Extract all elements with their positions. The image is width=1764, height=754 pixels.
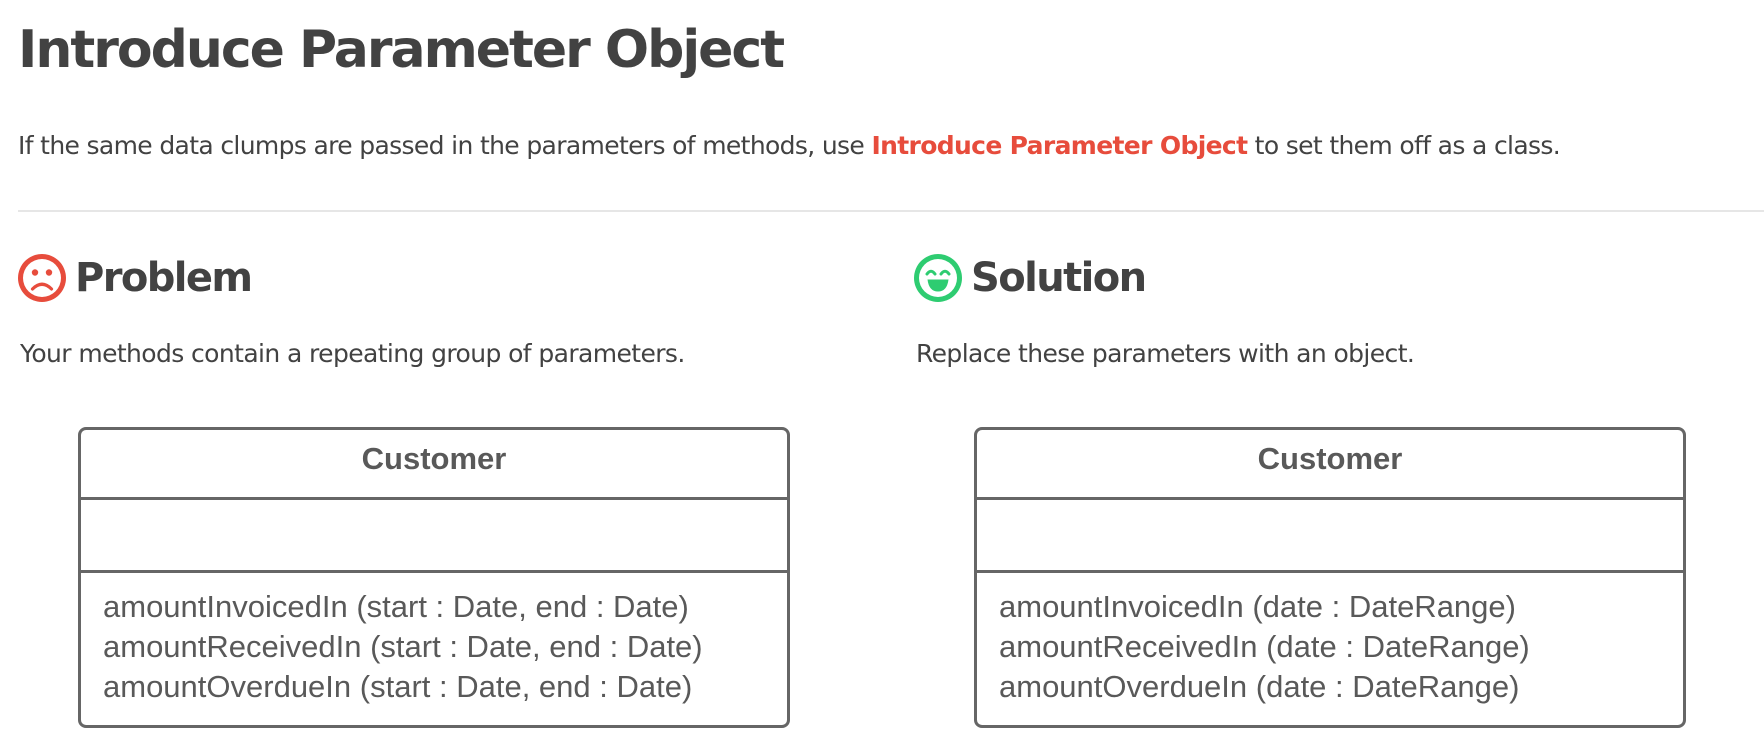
uml-method: amountOverdueIn (date : DateRange) (999, 669, 1520, 704)
uml-method: amountInvoicedIn (start : Date, end : Da… (103, 589, 689, 624)
uml-class-name: Customer (81, 430, 787, 500)
problem-heading: Problem (18, 252, 253, 304)
section-divider (18, 210, 1764, 212)
sad-face-icon (18, 254, 66, 302)
uml-method: amountReceivedIn (date : DateRange) (999, 629, 1530, 664)
problem-uml-class-diagram: Customer amountInvoicedIn (start : Date,… (78, 427, 790, 728)
solution-heading: Solution (914, 252, 1147, 304)
solution-title: Solution (971, 255, 1147, 301)
happy-face-icon (914, 254, 962, 302)
problem-title: Problem (75, 255, 253, 301)
page-title: Introduce Parameter Object (18, 20, 785, 80)
intro-text-after: to set them off as a class. (1247, 131, 1561, 160)
uml-method: amountReceivedIn (start : Date, end : Da… (103, 629, 703, 664)
uml-methods-section: amountInvoicedIn (start : Date, end : Da… (81, 573, 787, 707)
uml-attributes-section (977, 500, 1683, 573)
solution-description: Replace these parameters with an object. (916, 339, 1415, 368)
refactoring-link[interactable]: Introduce Parameter Object (871, 131, 1248, 160)
solution-uml-class-diagram: Customer amountInvoicedIn (date : DateRa… (974, 427, 1686, 728)
uml-method: amountInvoicedIn (date : DateRange) (999, 589, 1516, 624)
problem-description: Your methods contain a repeating group o… (20, 339, 685, 368)
intro-paragraph: If the same data clumps are passed in th… (18, 126, 1561, 166)
uml-methods-section: amountInvoicedIn (date : DateRange) amou… (977, 573, 1683, 707)
uml-method: amountOverdueIn (start : Date, end : Dat… (103, 669, 693, 704)
uml-attributes-section (81, 500, 787, 573)
intro-text-before: If the same data clumps are passed in th… (18, 131, 872, 160)
uml-class-name: Customer (977, 430, 1683, 500)
